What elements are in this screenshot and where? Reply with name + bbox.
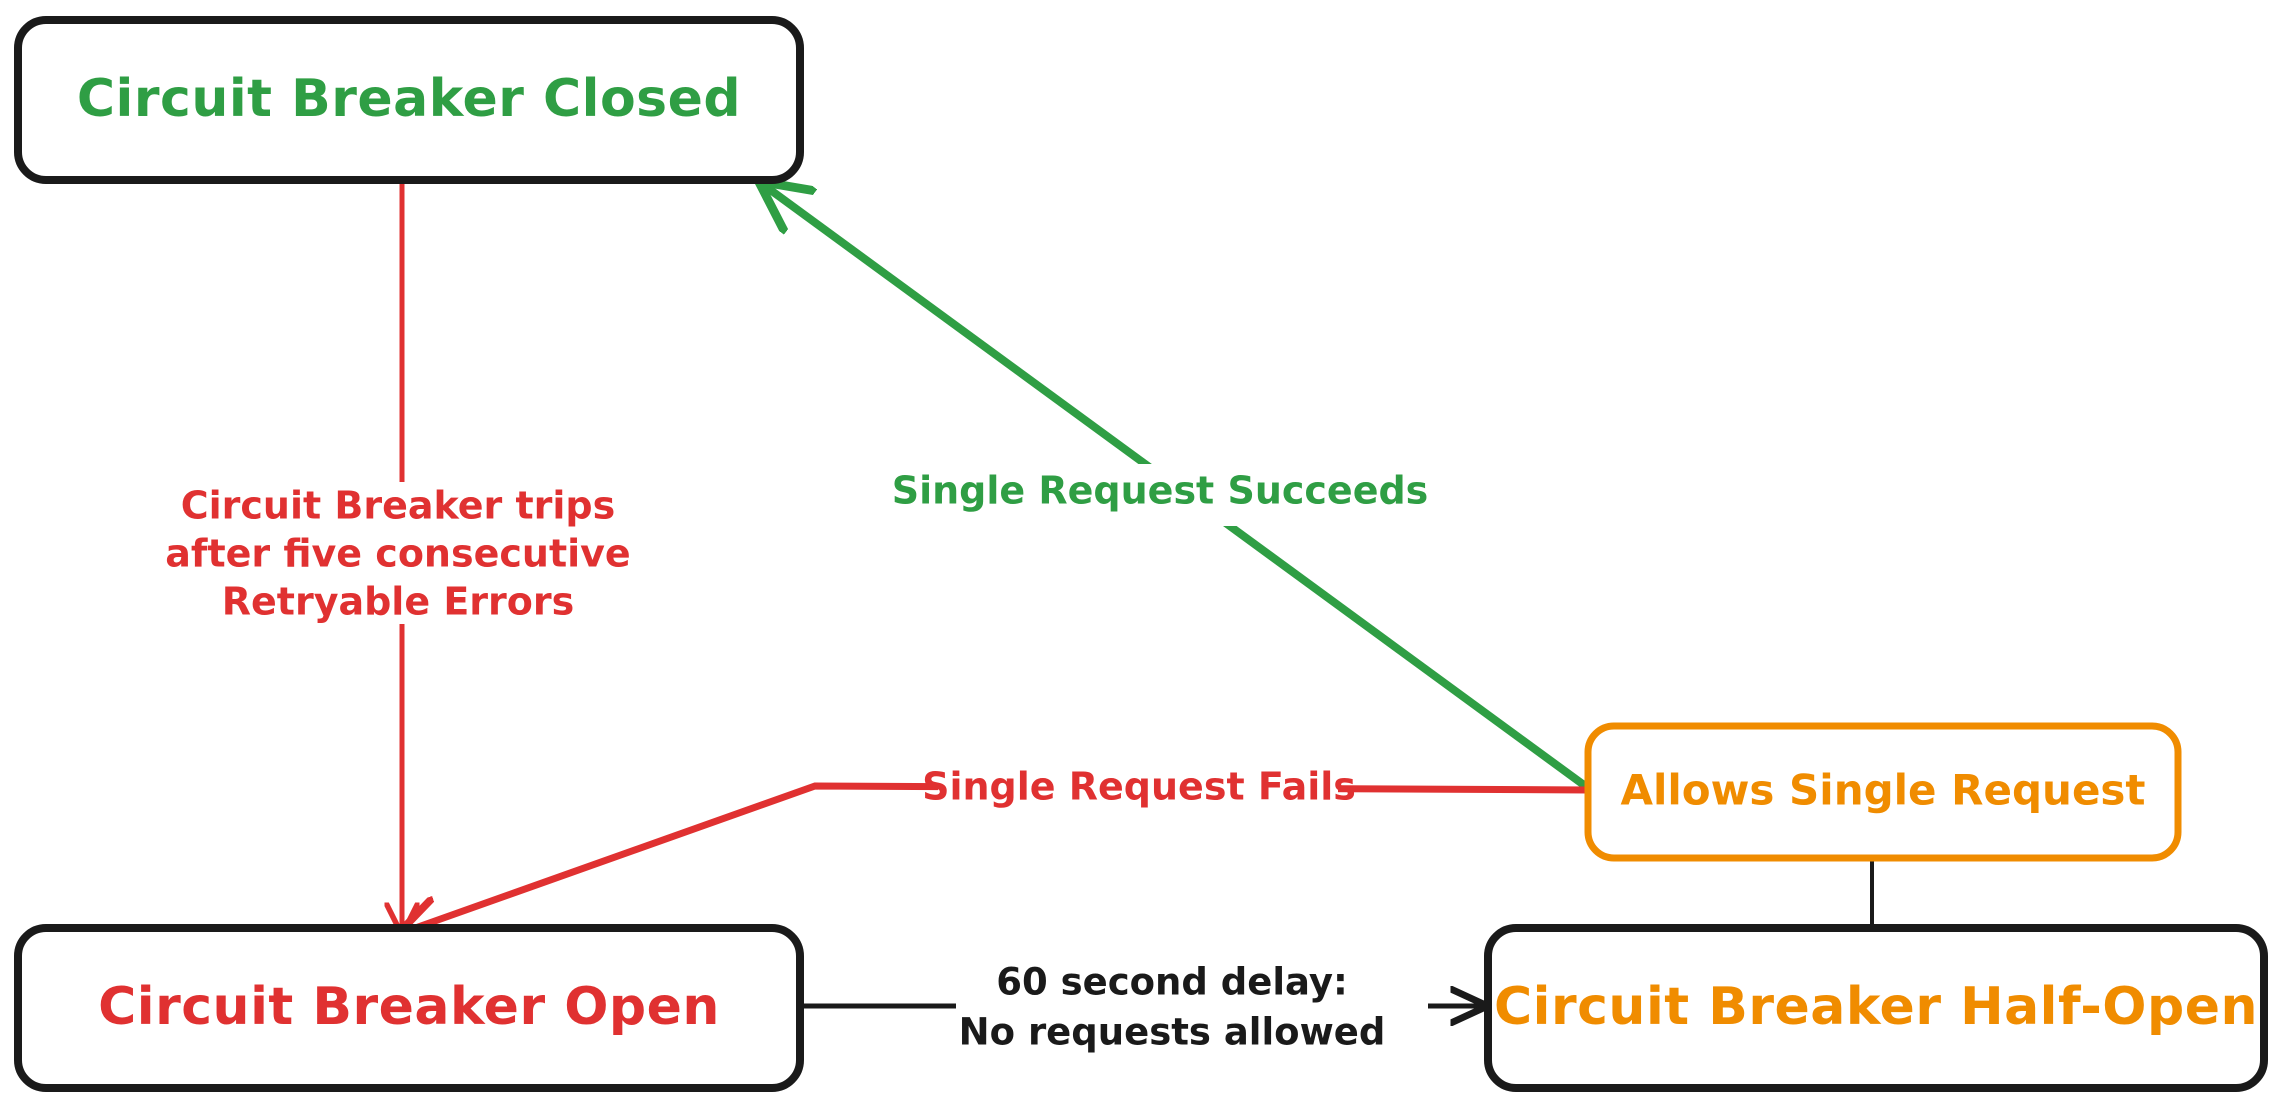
edge-label-allows-to-closed: Single Request Succeeds	[892, 464, 1429, 526]
edge-label-allows-to-closed-bg	[910, 464, 1410, 526]
edge-label-closed-to-open-line3: Retryable Errors	[222, 580, 574, 624]
edge-label-allows-to-open: Single Request Fails	[922, 762, 1356, 816]
node-circuit-breaker-open-label: Circuit Breaker Open	[98, 977, 720, 1037]
edge-label-closed-to-open: Circuit Breaker trips after five consecu…	[165, 482, 631, 624]
node-circuit-breaker-open[interactable]: Circuit Breaker Open	[14, 924, 804, 1092]
edge-label-closed-to-open-line2: after five consecutive	[165, 532, 630, 576]
edge-label-closed-to-open-bg	[176, 482, 580, 624]
node-circuit-breaker-half-open-label: Circuit Breaker Half-Open	[1494, 977, 2258, 1037]
edge-label-open-to-half-open-bg	[956, 955, 1428, 1065]
edge-label-closed-to-open-line1: Circuit Breaker trips	[181, 484, 616, 528]
node-circuit-breaker-open-box[interactable]	[14, 924, 804, 1092]
edge-label-open-to-half-open: 60 second delay: No requests allowed	[956, 955, 1428, 1065]
node-circuit-breaker-closed-box[interactable]	[14, 16, 804, 184]
node-allows-single-request-label: Allows Single Request	[1620, 766, 2145, 815]
edge-label-allows-to-open-bg	[938, 762, 1338, 816]
node-allows-single-request[interactable]: Allows Single Request	[1584, 722, 2182, 862]
node-circuit-breaker-half-open[interactable]: Circuit Breaker Half-Open	[1484, 924, 2268, 1092]
edge-label-allows-to-closed-text: Single Request Succeeds	[892, 469, 1429, 513]
node-circuit-breaker-closed-label: Circuit Breaker Closed	[77, 69, 741, 129]
node-circuit-breaker-closed[interactable]: Circuit Breaker Closed	[14, 16, 804, 184]
node-allows-single-request-box[interactable]	[1584, 722, 2182, 862]
node-circuit-breaker-half-open-box[interactable]	[1484, 924, 2268, 1092]
edge-label-allows-to-open-text: Single Request Fails	[922, 765, 1356, 809]
edge-label-open-to-half-open-line1: 60 second delay:	[996, 961, 1348, 1004]
edge-label-open-to-half-open-line2: No requests allowed	[959, 1011, 1386, 1054]
